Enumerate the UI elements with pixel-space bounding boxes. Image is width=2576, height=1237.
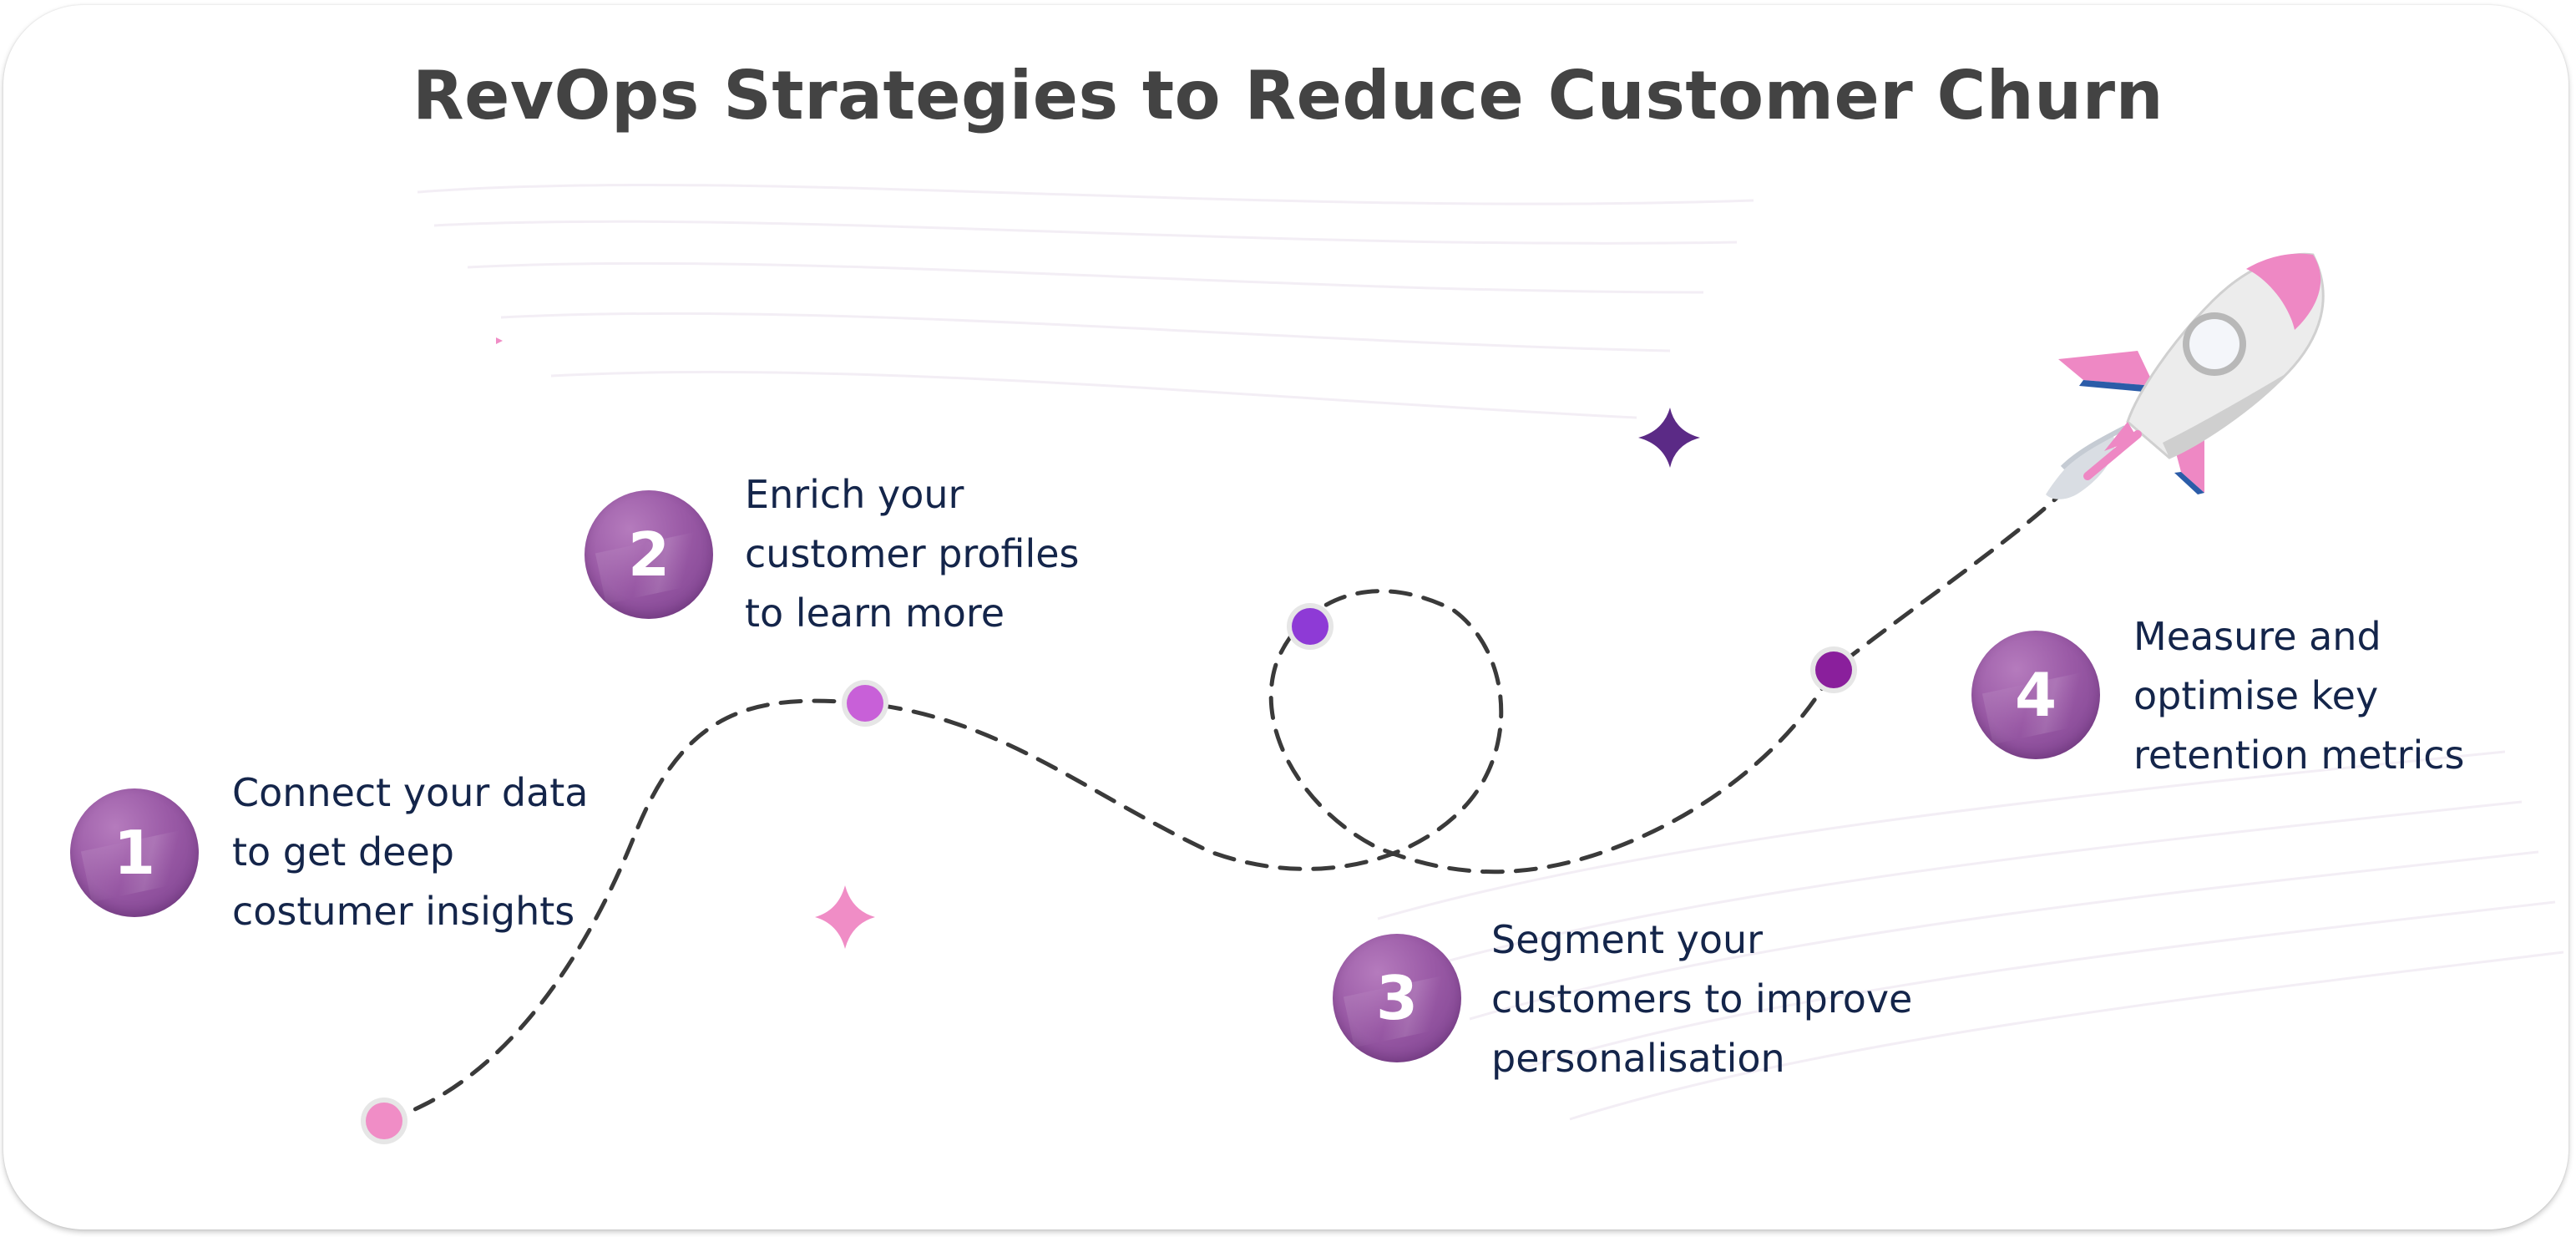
step-1-line-3: costumer insights — [232, 889, 575, 934]
step-3-badge: 3 — [1333, 934, 1461, 1062]
step-2-badge: 2 — [585, 490, 713, 619]
step-1-number: 1 — [113, 818, 156, 888]
rocket-icon — [2046, 252, 2325, 499]
step-3-line-2: customers to improve — [1491, 976, 1913, 1022]
step-2-line-1: Enrich your — [745, 472, 964, 517]
step-4-line-1: Measure and — [2133, 614, 2381, 659]
dashed-path — [382, 482, 2073, 1123]
step-3-text: Segment your customers to improve person… — [1491, 910, 1912, 1088]
step-1-text: Connect your data to get deep costumer i… — [232, 763, 589, 941]
path-dot-step2 — [842, 680, 888, 727]
path-dot-step3 — [1287, 603, 1334, 650]
step-4-text: Measure and optimise key retention metri… — [2133, 607, 2465, 785]
step-1-line-2: to get deep — [232, 829, 454, 875]
sparkle-icon — [1638, 408, 1700, 468]
step-4-number: 4 — [2014, 660, 2057, 730]
path-dot-step1 — [361, 1098, 407, 1144]
infographic-card — [3, 5, 2568, 1229]
step-1-line-1: Connect your data — [232, 770, 589, 815]
step-3-line-3: personalisation — [1491, 1036, 1785, 1081]
page-title: RevOps Strategies to Reduce Customer Chu… — [412, 57, 2164, 134]
step-3-number: 3 — [1375, 963, 1419, 1033]
step-1-badge: 1 — [70, 788, 199, 917]
step-2-line-3: to learn more — [745, 591, 1005, 636]
step-3-line-1: Segment your — [1491, 917, 1764, 962]
sparkle-icon — [496, 337, 503, 344]
step-4-line-3: retention metrics — [2133, 733, 2465, 778]
sparkle-icon — [815, 885, 875, 949]
step-4-badge: 4 — [1971, 631, 2100, 759]
path-dot-step4 — [1810, 646, 1857, 693]
step-4-line-2: optimise key — [2133, 673, 2379, 718]
step-2-line-2: customer profiles — [745, 531, 1080, 576]
step-2-number: 2 — [627, 520, 671, 590]
step-2-text: Enrich your customer profiles to learn m… — [745, 465, 1080, 643]
